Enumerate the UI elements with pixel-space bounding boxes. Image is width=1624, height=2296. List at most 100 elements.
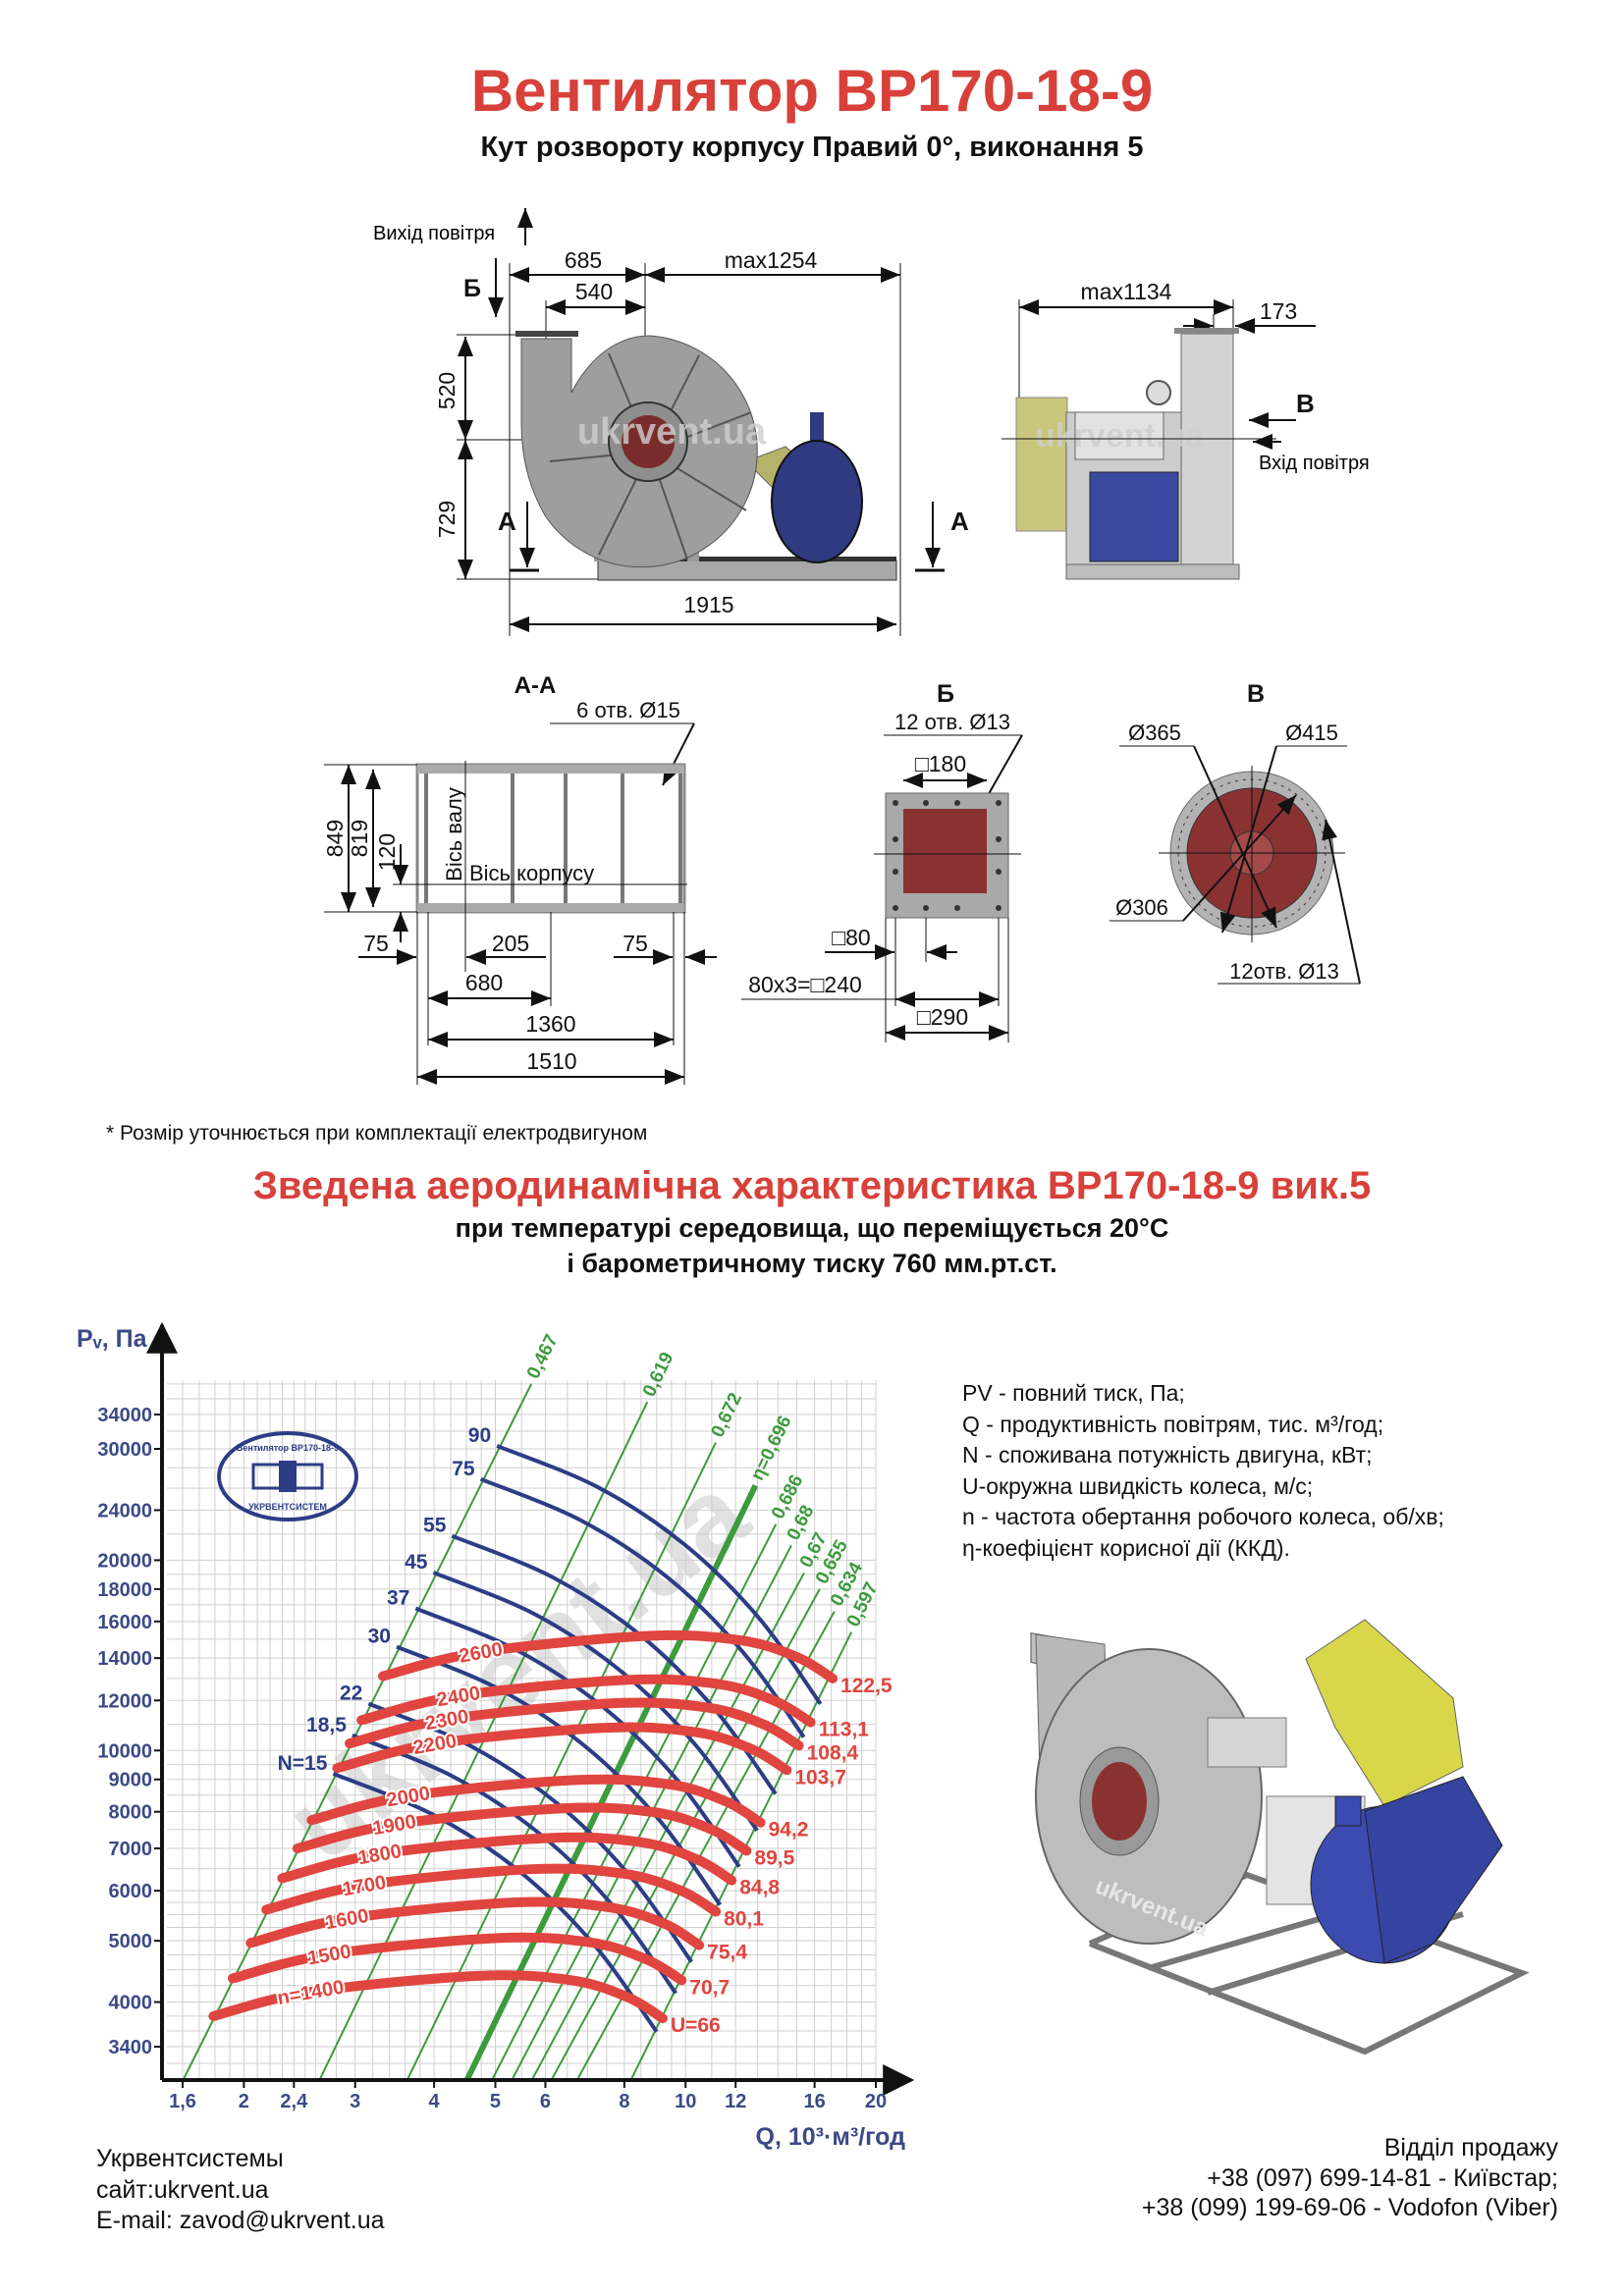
dim-680: 680 — [465, 970, 503, 995]
speed-curves — [208, 1629, 839, 2024]
power-curve — [479, 1476, 806, 1738]
view-v: В Ø365 Ø415 Ø306 12отв. Ø13 — [1110, 680, 1361, 985]
x-tick-label: 3 — [350, 2091, 360, 2112]
dim-729: 729 — [434, 501, 460, 538]
power-curve-label: 30 — [368, 1626, 391, 1648]
legend-item: N - споживана потужність двигуна, кВт; — [962, 1442, 1373, 1468]
legend-item: n - частота обертання робочого колеса, о… — [962, 1504, 1444, 1530]
power-curve-label: 75 — [452, 1458, 475, 1480]
y-tick-label: 18000 — [97, 1579, 152, 1601]
tip-speed-label: 103,7 — [794, 1766, 846, 1789]
website-link[interactable]: сайт:ukrvent.ua — [96, 2175, 269, 2204]
speed-curve — [345, 1697, 804, 1751]
phone-kyivstar[interactable]: +38 (097) 699-14-81 - Київстар; — [1207, 2163, 1558, 2192]
tip-speed-label: 75,4 — [707, 1942, 747, 1964]
fan-front-illustration: ukrvent.ua — [515, 331, 897, 581]
power-curve — [396, 1644, 723, 1906]
speed-curve-label: 1600 — [324, 1905, 371, 1934]
efficiency-line — [575, 1611, 836, 2080]
dim-365: Ø365 — [1128, 721, 1181, 745]
x-tick-label: 5 — [490, 2091, 501, 2112]
dim-849: 849 — [322, 820, 348, 857]
section-v-mark: В — [1296, 389, 1315, 418]
y-tick-label: 10000 — [97, 1740, 152, 1762]
x-tick-label: 6 — [540, 2091, 551, 2112]
watermark: ukrvent.ua — [577, 411, 767, 453]
efficiency-line — [490, 1523, 778, 2080]
tip-speed-label: 122,5 — [840, 1675, 893, 1697]
y-tick-label: 16000 — [97, 1612, 152, 1633]
dim-240: 80x3=□240 — [748, 972, 862, 997]
power-curve-label: 55 — [423, 1515, 447, 1537]
x-tick-label: 2,4 — [280, 2091, 308, 2112]
dim-180: □180 — [915, 751, 966, 776]
section-aa: А-А 6 отв. Ø15 Вісь валу Вісь корпусу 84… — [322, 672, 717, 1085]
speed-curve — [378, 1629, 839, 1683]
efficiency-label: 0,619 — [639, 1349, 678, 1400]
section-aa-title: А-А — [514, 672, 557, 699]
body-axis-label: Вісь корпусу — [469, 861, 594, 885]
footer-sales: Відділ продажу +38 (097) 699-14-81 - Киї… — [1142, 2133, 1558, 2223]
speed-curve-label: n=1400 — [276, 1976, 346, 2009]
efficiency-line — [530, 1572, 805, 2080]
view-v-holes: 12отв. Ø13 — [1229, 959, 1339, 984]
dim-1510: 1510 — [526, 1048, 576, 1074]
aero-chart: Вентилятор ВР170-18-9 УКРВЕНТСИСТЕМ ukrv… — [77, 1321, 915, 2151]
y-tick-label: 8000 — [109, 1802, 153, 1824]
power-curve-label: 37 — [387, 1587, 409, 1610]
speed-curve — [245, 1896, 705, 1950]
dim-75-right: 75 — [623, 931, 648, 956]
phone-vodafone[interactable]: +38 (099) 199-69-06 - Vodofon (Viber) — [1141, 2194, 1558, 2221]
power-curve-label: 90 — [468, 1424, 491, 1447]
y-tick-label: 9000 — [109, 1770, 153, 1791]
speed-curve-label: 1500 — [306, 1941, 353, 1969]
dim-685: 685 — [565, 247, 602, 273]
page-title: Вентилятор ВР170-18-9 — [470, 58, 1154, 124]
aero-conditions-temperature: при температурі середовища, що переміщує… — [455, 1213, 1169, 1243]
page-subtitle: Кут розвороту корпусу Правий 0°, виконан… — [480, 132, 1144, 163]
legend-item: Q - продуктивність повітрям, тис. м³/год… — [962, 1411, 1384, 1437]
air-inlet-label: Вхід повітря — [1259, 453, 1370, 474]
x-tick-label: 2 — [239, 2091, 249, 2112]
side-view: max1134 173 ukrvent.ua В Вхід повітря — [1001, 279, 1370, 580]
section-aa-holes: 6 отв. Ø15 — [576, 698, 680, 722]
efficiency-label: 0,467 — [523, 1331, 563, 1382]
fan-3d-illustration: ukrvent.ua — [1030, 1619, 1530, 2056]
y-tick-label: 5000 — [109, 1931, 153, 1952]
power-curve — [432, 1571, 759, 1833]
shaft-axis-label: Вісь валу — [442, 787, 466, 881]
tip-speed-label: 94,2 — [769, 1819, 809, 1842]
email-link[interactable]: E-mail: zavod@ukrvent.ua — [96, 2207, 385, 2234]
tip-speed-label: 70,7 — [689, 1976, 730, 1999]
dim-520: 520 — [434, 372, 460, 409]
dim-max1134: max1134 — [1081, 279, 1172, 304]
speed-curve — [306, 1774, 766, 1828]
tip-speed-label: U=66 — [671, 2014, 721, 2037]
aero-conditions-pressure: і барометричному тиску 760 мм.рт.ст. — [567, 1249, 1057, 1278]
y-tick-label: 20000 — [97, 1550, 152, 1572]
speed-curve — [261, 1863, 722, 1917]
y-tick-label: 12000 — [97, 1690, 152, 1712]
dim-1915: 1915 — [683, 592, 733, 617]
y-tick-label: 34000 — [97, 1405, 152, 1426]
svg-text:Вентилятор ВР170-18-9: Вентилятор ВР170-18-9 — [237, 1443, 339, 1453]
power-curve-label: 18,5 — [306, 1714, 347, 1736]
fan-side-illustration: ukrvent.ua — [1015, 328, 1240, 580]
company-name: Укрвентсистемы — [96, 2145, 284, 2172]
svg-text:УКРВЕНТСИСТЕМ: УКРВЕНТСИСТЕМ — [248, 1502, 327, 1512]
speed-curve — [208, 1970, 668, 2024]
x-tick-label: 8 — [619, 2091, 629, 2112]
tip-speed-label: 108,4 — [807, 1741, 859, 1764]
power-curve-label: N=15 — [278, 1752, 328, 1775]
dim-75-left: 75 — [363, 931, 389, 956]
speed-curve — [227, 1932, 687, 1986]
dim-540: 540 — [575, 279, 613, 304]
x-tick-label: 4 — [429, 2091, 441, 2112]
footer-contacts: Укрвентсистемы сайт:ukrvent.ua E-mail: z… — [96, 2144, 385, 2237]
footnote: * Розмір уточнюється при комплектації ел… — [106, 1122, 648, 1145]
view-b-holes: 12 отв. Ø13 — [894, 710, 1010, 734]
x-tick-label: 16 — [804, 2091, 826, 2112]
tip-speed-label: 84,8 — [739, 1877, 780, 1899]
section-a-mark-left: А — [498, 507, 516, 536]
